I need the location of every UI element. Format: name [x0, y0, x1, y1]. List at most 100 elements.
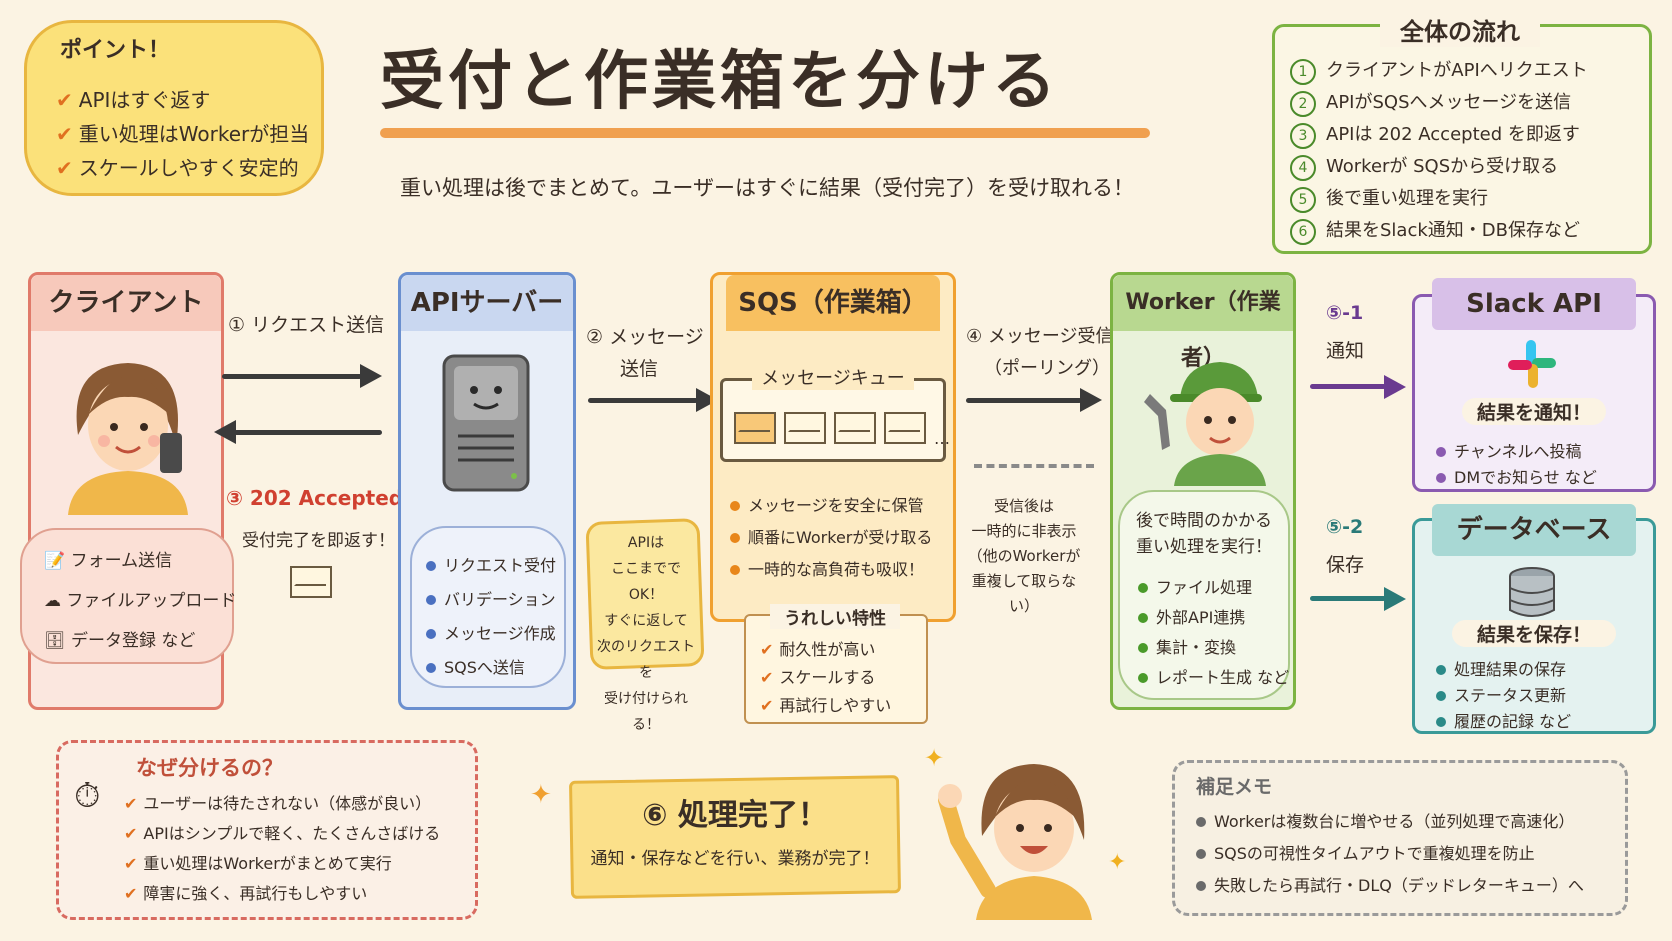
api-note-text: APIは ここまででOK！ すぐに返して 次のリクエストを 受け付けられる！	[597, 535, 695, 733]
sqs-item: 順番にWorkerが受け取る	[730, 524, 932, 548]
server-illustration	[442, 354, 530, 492]
sqs-feature: ✔再試行しやすい	[760, 696, 892, 715]
database-icon	[1509, 567, 1555, 617]
accepted-arrow-head	[214, 420, 236, 444]
memo-item: 失敗したら再試行・DLQ（デッドレターキュー）へ	[1196, 872, 1584, 896]
sparkle-icon: ✦	[924, 744, 945, 772]
sqs-item: メッセージを安全に保管	[730, 492, 924, 516]
send-label-2: 送信	[620, 358, 659, 380]
envelope-icon	[290, 566, 340, 602]
receive-arrow-head	[1080, 388, 1102, 412]
request-arrow	[222, 374, 362, 379]
upload-cloud-icon: ☁	[44, 591, 67, 611]
accepted-label: ③ 202 Accepted	[226, 486, 404, 510]
done-title: ⑥ 処理完了！	[642, 798, 828, 833]
api-item: SQSへ送信	[426, 654, 525, 678]
why-item: ✔ユーザーは待たされない（体感が良い）	[124, 794, 432, 813]
request-arrow-head	[360, 364, 382, 388]
worker-title: Worker（作業者）	[1113, 275, 1293, 371]
queue-label: メッセージキュー	[752, 364, 914, 390]
form-icon: 📝	[44, 551, 71, 571]
queued-messages: …	[734, 412, 950, 448]
point-cloud	[24, 20, 324, 196]
check-icon: ✔	[760, 640, 774, 659]
sqs-features-title: うれしい特性	[770, 604, 900, 629]
worker-illustration	[1144, 362, 1266, 486]
subtitle: 重い処理は後でまとめて。ユーザーはすぐに結果（受付完了）を受け取れる！	[400, 176, 1134, 200]
client-item-upload: ☁ ファイルアップロード	[44, 591, 237, 611]
sqs-feature: ✔耐久性が高い	[760, 640, 876, 659]
accepted-sub-label: 受付完了を即返す！	[242, 531, 395, 551]
api-item: リクエスト受付	[426, 552, 556, 576]
db-item: ステータス更新	[1436, 682, 1566, 706]
memo-item: SQSの可視性タイムアウトで重複処理を防止	[1196, 840, 1535, 864]
check-icon: ✔	[760, 668, 774, 687]
client-person-illustration	[68, 363, 188, 515]
visibility-dashed-arrow	[974, 464, 1094, 468]
worker-bubble-title: 後で時間のかかる 重い処理を実行！	[1136, 511, 1272, 557]
client-title: クライアント	[31, 275, 221, 331]
cheering-person-illustration	[938, 764, 1092, 920]
stopwatch-icon: ⏱	[74, 776, 101, 816]
worker-item: レポート生成 など	[1138, 664, 1289, 688]
done-subtitle: 通知・保存などを行い、業務が完了！	[590, 849, 880, 869]
check-icon: ✔	[124, 884, 138, 903]
api-item: バリデーション	[426, 586, 556, 610]
sqs-title: SQS（作業箱）	[726, 275, 940, 331]
request-label: ① リクエスト送信	[228, 314, 385, 336]
notify-label: 通知	[1326, 340, 1365, 362]
receive-label-2: （ポーリング）	[984, 358, 1110, 379]
slack-item: チャンネルへ投稿	[1436, 438, 1582, 462]
why-box	[56, 740, 478, 920]
database-icon: 🗄	[44, 631, 71, 651]
memo-title: 補足メモ	[1196, 776, 1273, 798]
check-icon: ✔	[56, 156, 73, 180]
notify-number: ⑤-1	[1326, 302, 1364, 324]
save-arrow-head	[1384, 587, 1406, 611]
memo-item: Workerは複数台に増やせる（並列処理で高速化）	[1196, 808, 1574, 832]
worker-item: 集計・変換	[1138, 634, 1236, 658]
point-item: ✔APIはすぐ返す	[56, 88, 211, 112]
check-icon: ✔	[56, 88, 73, 112]
check-icon: ✔	[124, 824, 138, 843]
point-item: ✔スケールしやすく安定的	[56, 156, 299, 180]
db-item: 履歴の記録 など	[1436, 708, 1571, 732]
why-item: ✔APIはシンプルで軽く、たくさんさばける	[124, 824, 441, 843]
receive-arrow	[966, 398, 1082, 403]
slack-item: DMでお知らせ など	[1436, 464, 1597, 488]
check-icon: ✔	[56, 122, 73, 146]
envelope-icon	[784, 412, 826, 444]
why-item: ✔重い処理はWorkerがまとめて実行	[124, 854, 392, 873]
db-subtitle: 結果を保存！	[1452, 620, 1616, 647]
slack-title: Slack API	[1432, 278, 1636, 330]
worker-item: ファイル処理	[1138, 574, 1252, 598]
why-title: なぜ分けるの？	[136, 756, 283, 780]
notify-arrow-head	[1384, 375, 1406, 399]
check-icon: ✔	[124, 854, 138, 873]
overall-flow-title: 全体の流れ	[1380, 12, 1540, 47]
save-arrow	[1310, 596, 1386, 601]
client-item-form: 📝 フォーム送信	[44, 551, 173, 571]
save-number: ⑤-2	[1326, 516, 1364, 538]
worker-item: 外部API連携	[1138, 604, 1245, 628]
burst-lines-icon: ✦	[530, 780, 552, 810]
receive-label: ④ メッセージ受信	[966, 326, 1114, 347]
sparkle-icon: ✦	[1108, 850, 1127, 875]
sqs-feature: ✔スケールする	[760, 668, 876, 687]
ellipsis-icon: …	[934, 429, 950, 448]
envelope-icon	[734, 412, 776, 444]
sqs-item: 一時的な高負荷も吸収！	[730, 556, 924, 580]
api-item: メッセージ作成	[426, 620, 556, 644]
notify-arrow	[1310, 384, 1386, 389]
check-icon: ✔	[124, 794, 138, 813]
visibility-note: 受信後は 一時的に非表示 （他のWorkerが 重複して取らない）	[967, 497, 1081, 615]
accepted-arrow	[234, 430, 382, 435]
envelope-icon	[884, 412, 926, 444]
page-title: 受付と作業箱を分ける	[380, 44, 1060, 119]
